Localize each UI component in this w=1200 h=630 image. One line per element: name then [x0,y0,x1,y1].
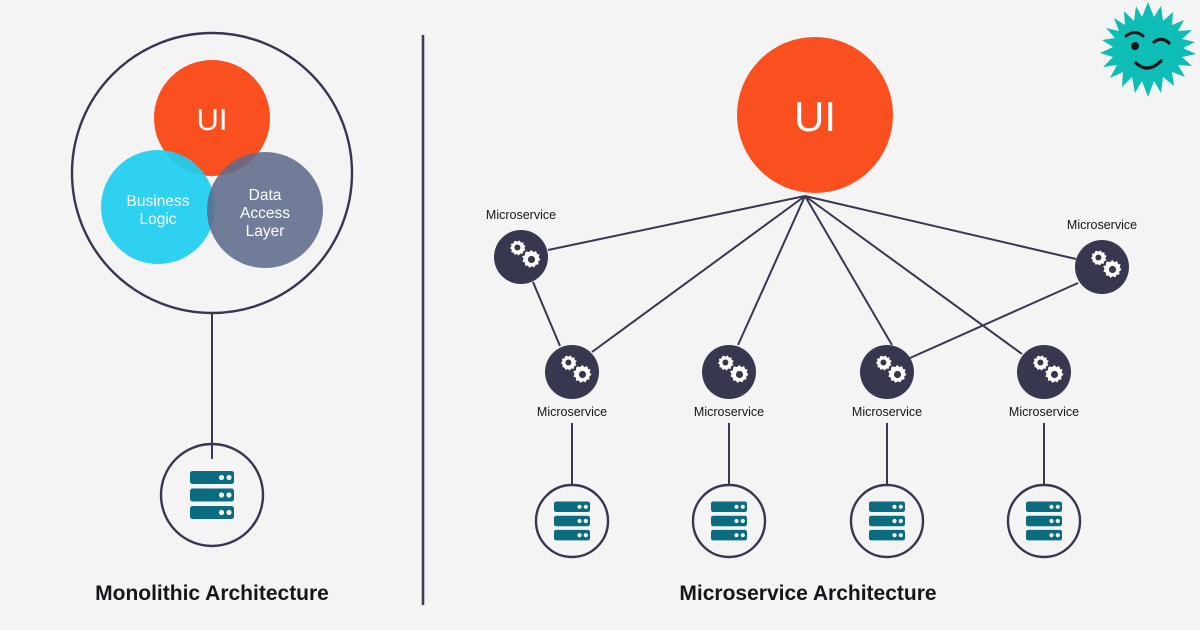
microservice-caption: Microservice Architecture [679,582,936,605]
edge-ui-to-ms-3 [737,195,806,346]
edge-ui-to-ms-6 [804,195,1077,260]
microservice-circle [860,345,914,399]
venn-circle-ui[interactable] [154,60,270,176]
ui-hub-label: UI [794,93,836,140]
microservice-node-2[interactable]: Microservice [537,345,607,419]
microservice-label-5: Microservice [1009,405,1079,419]
edge-ui-to-ms-1 [547,195,806,251]
venn-label-data-access-layer-line2: Access [240,205,290,222]
microservice-group: UI Microservice Microservice Microservic… [486,37,1137,605]
microservice-circle [545,345,599,399]
database-ring [849,483,925,559]
venn-label-data-access-layer-line1: Data [249,187,282,204]
database-node-1[interactable] [534,483,610,559]
mascot-left-eyebrow [1124,31,1145,38]
venn-label-business-logic-line1: Business [127,193,190,210]
venn-label-ui: UI [197,102,228,137]
database-icon [554,501,590,541]
venn-label-data-access-layer-line3: Layer [246,223,285,240]
edge-ui-to-ms-4 [804,195,893,346]
database-icon [869,501,905,541]
database-node-3[interactable] [849,483,925,559]
database-ring [159,442,265,548]
database-ring [534,483,610,559]
mascot-left-eye [1131,42,1139,50]
mascot-smile [1134,59,1163,70]
microservice-node-5[interactable]: Microservice [1009,345,1079,419]
microservice-label-6: Microservice [1067,218,1137,232]
database-icon [190,471,234,519]
venn-circle-data-access-layer[interactable] [207,152,323,268]
database-icon [1026,501,1062,541]
mascot-body [1100,2,1196,97]
monolith-caption: Monolithic Architecture [95,582,329,605]
microservice-circle [494,230,548,284]
microservice-node-3[interactable]: Microservice [694,345,764,419]
edge-ui-to-ms-2 [591,195,806,353]
microservice-node-6[interactable]: Microservice [1067,218,1137,294]
edge-ms-6-to-ms-4 [909,282,1079,359]
mascot-right-eye-wink [1152,37,1171,45]
database-node-4[interactable] [1006,483,1082,559]
microservice-circle [702,345,756,399]
database-ring [691,483,767,559]
database-icon [711,501,747,541]
microservice-label-3: Microservice [694,405,764,419]
microservice-circle [1075,240,1129,294]
ui-hub-circle [737,37,893,193]
monolith-database-node[interactable] [159,442,265,548]
edge-ms-1-to-ms-2 [532,281,561,347]
venn-circle-business-logic[interactable] [101,150,215,264]
ui-hub-node[interactable]: UI [737,37,893,193]
monolith-group: UI Business Logic Data Access Layer Mono… [70,31,354,605]
spiky-winking-face-mascot-icon [1100,2,1196,97]
edge-ui-to-ms-5 [804,195,1023,355]
venn-label-business-logic-line2: Logic [139,211,176,228]
microservice-label-4: Microservice [852,405,922,419]
microservice-label-1: Microservice [486,208,556,222]
database-ring [1006,483,1082,559]
microservice-label-2: Microservice [537,405,607,419]
microservice-node-1[interactable]: Microservice [486,208,556,284]
microservice-circle [1017,345,1071,399]
database-node-2[interactable] [691,483,767,559]
monolith-boundary-ring [70,31,354,315]
microservice-node-4[interactable]: Microservice [852,345,922,419]
